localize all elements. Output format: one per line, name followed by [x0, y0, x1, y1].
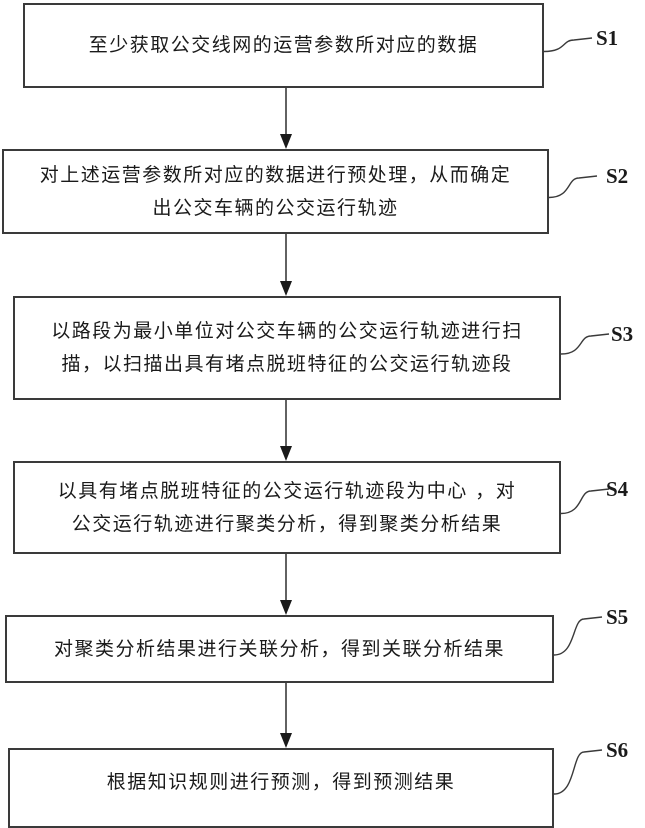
step-box-s6: 根据知识规则进行预测，得到预测结果: [8, 748, 554, 828]
arrowhead-s6: [280, 733, 292, 748]
step-box-s5: 对聚类分析结果进行关联分析，得到关联分析结果: [5, 615, 554, 683]
arrowhead-s2: [280, 134, 292, 149]
step-label-s3: S3: [611, 322, 634, 346]
leader-line-s5: [553, 616, 603, 656]
leader-line-s4: [560, 488, 610, 515]
arrowhead-s3: [280, 281, 292, 296]
step-text-s3: 以路段为最小单位对公交车辆的公交运行轨迹进行扫 描，以扫描出具有堵点脱班特征的公…: [51, 320, 523, 375]
step-text-s1: 至少获取公交线网的运营参数所对应的数据: [88, 34, 479, 56]
arrowhead-s5: [280, 600, 292, 615]
step-box-s3: 以路段为最小单位对公交车辆的公交运行轨迹进行扫 描，以扫描出具有堵点脱班特征的公…: [13, 296, 561, 400]
step-box-s2: 对上述运营参数所对应的数据进行预处理，从而确定 出公交车辆的公交运行轨迹: [2, 149, 549, 234]
leader-line-s6: [553, 749, 603, 795]
arrowhead-s4: [280, 446, 292, 461]
step-text-s6: 根据知识规则进行预测，得到预测结果: [106, 771, 456, 793]
connectors-layer: [280, 37, 610, 795]
leader-line-s3: [560, 333, 610, 355]
step-label-s2: S2: [606, 164, 629, 188]
step-label-s6: S6: [606, 738, 629, 762]
step-text-s2: 对上述运营参数所对应的数据进行预处理，从而确定 出公交车辆的公交运行轨迹: [39, 163, 512, 219]
step-label-s1: S1: [596, 26, 619, 50]
leader-line-s1: [543, 37, 593, 53]
leader-line-s2: [548, 175, 598, 199]
step-box-s1: 至少获取公交线网的运营参数所对应的数据: [23, 3, 544, 88]
step-text-s4: 以具有堵点脱班特征的公交运行轨迹段为中心 ，对 公交运行轨迹进行聚类分析，得到聚…: [57, 479, 517, 535]
step-box-s4: 以具有堵点脱班特征的公交运行轨迹段为中心 ，对 公交运行轨迹进行聚类分析，得到聚…: [13, 461, 561, 554]
step-label-s5: S5: [606, 605, 629, 629]
step-label-s4: S4: [606, 477, 629, 501]
step-text-s5: 对聚类分析结果进行关联分析，得到关联分析结果: [53, 637, 505, 660]
